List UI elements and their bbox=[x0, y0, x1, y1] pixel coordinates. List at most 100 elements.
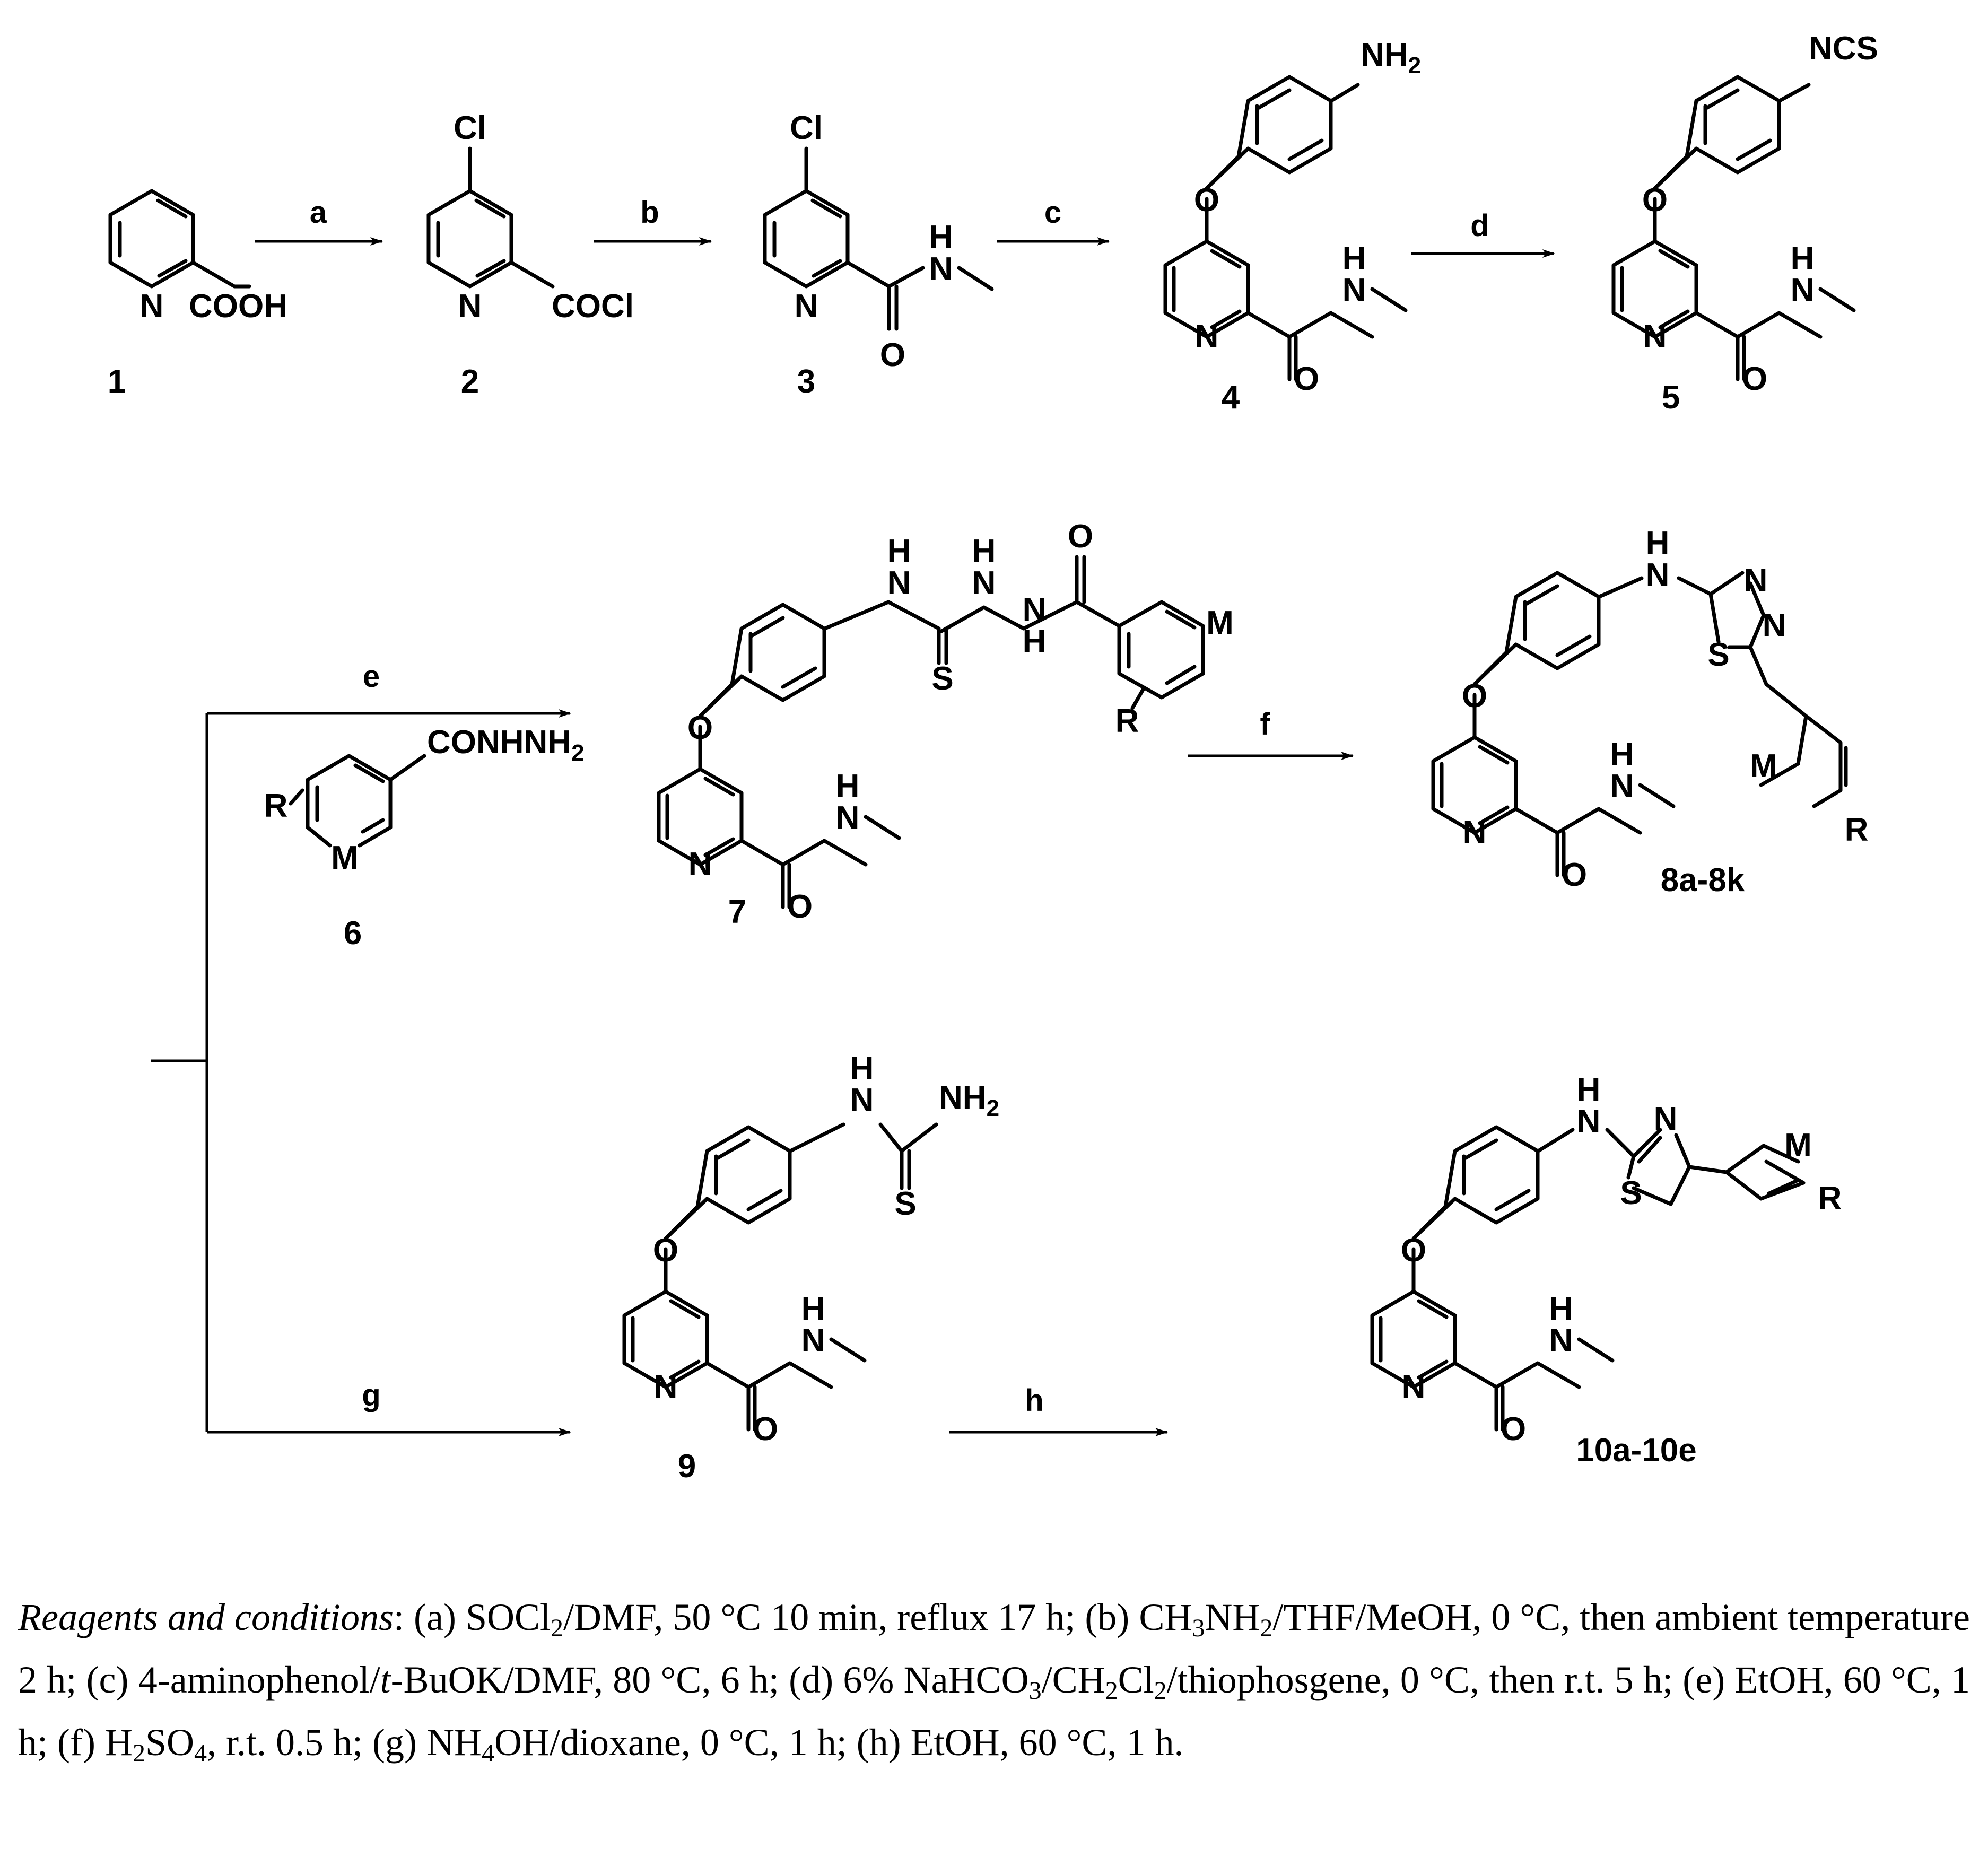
atom-N: N bbox=[929, 251, 953, 287]
compound-4: O N H N O NH2 4 bbox=[1165, 37, 1421, 416]
compound-8a-8k: O N H N O H N N N S M R 8a-8k bbox=[1433, 525, 1868, 899]
atom-N: N bbox=[1549, 1322, 1573, 1359]
atom-S: S bbox=[894, 1185, 916, 1222]
atom-N: N bbox=[1577, 1103, 1601, 1140]
step-label-b: b bbox=[640, 195, 659, 230]
atom-N: N bbox=[1463, 814, 1487, 851]
step-label-a: a bbox=[310, 195, 327, 230]
step-label-g: g bbox=[362, 1378, 380, 1412]
compound-6: M R CONHNH2 6 bbox=[264, 724, 585, 952]
group-COCl: COCl bbox=[552, 288, 634, 325]
compound-label-5: 5 bbox=[1662, 379, 1680, 416]
compound-label-4: 4 bbox=[1222, 379, 1240, 416]
atom-M: M bbox=[331, 840, 359, 876]
compound-7: O N H N O H N H N N H S O M R 7 bbox=[659, 518, 1234, 930]
atom-M: M bbox=[1206, 605, 1234, 641]
atom-H: H bbox=[972, 533, 996, 570]
atom-Cl: Cl bbox=[454, 110, 486, 146]
compound-3: N Cl H N O 3 bbox=[763, 110, 994, 400]
atom-H: H bbox=[1023, 623, 1047, 660]
atom-H: H bbox=[850, 1050, 874, 1087]
atom-H: H bbox=[929, 219, 953, 256]
compound-5: O N H N O NCS 5 bbox=[1614, 30, 1878, 416]
compound-label-10: 10a-10e bbox=[1576, 1432, 1697, 1469]
reagents-and-conditions: Reagents and conditions: (a) SOCl2/DMF, … bbox=[18, 1596, 1970, 1767]
atom-N: N bbox=[1744, 562, 1768, 599]
atom-N: N bbox=[140, 288, 164, 325]
compound-10a-10e: O N H N O H N N S M R 10a-10e bbox=[1372, 1071, 1842, 1469]
atom-H: H bbox=[1549, 1290, 1573, 1327]
atom-H: H bbox=[836, 768, 860, 805]
atom-N: N bbox=[795, 288, 818, 325]
atom-N: N bbox=[1646, 557, 1670, 594]
atom-N: N bbox=[836, 800, 860, 836]
step-label-c: c bbox=[1044, 195, 1061, 230]
atom-N: N bbox=[1195, 318, 1219, 355]
group-NCS: NCS bbox=[1809, 30, 1878, 67]
compound-label-2: 2 bbox=[461, 363, 479, 400]
compound-2: N Cl COCl 2 bbox=[426, 110, 634, 400]
atom-O: O bbox=[1294, 361, 1319, 397]
atom-N: N bbox=[458, 288, 482, 325]
group-NH2: NH2 bbox=[939, 1079, 999, 1121]
atom-N: N bbox=[887, 565, 911, 601]
step-label-d: d bbox=[1470, 208, 1489, 243]
atom-O: O bbox=[1562, 857, 1587, 893]
step-label-h: h bbox=[1025, 1383, 1043, 1418]
atom-S: S bbox=[931, 660, 953, 697]
atom-H: H bbox=[801, 1290, 825, 1327]
group-COOH: COOH bbox=[189, 288, 287, 325]
atom-N: N bbox=[1610, 768, 1634, 805]
atom-O: O bbox=[880, 337, 905, 373]
atom-O: O bbox=[1401, 1232, 1426, 1269]
atom-O: O bbox=[687, 710, 713, 746]
compound-label-3: 3 bbox=[797, 363, 815, 400]
compound-label-9: 9 bbox=[678, 1448, 696, 1485]
group-CONHNH2: CONHNH2 bbox=[427, 724, 585, 766]
atom-O: O bbox=[1742, 361, 1767, 397]
atom-Cl: Cl bbox=[790, 110, 823, 146]
atom-N: N bbox=[654, 1368, 678, 1405]
compound-label-6: 6 bbox=[344, 915, 362, 952]
atom-N: N bbox=[850, 1082, 874, 1119]
atom-M: M bbox=[1784, 1127, 1812, 1164]
compound-1: N COOH 1 bbox=[108, 189, 287, 400]
atom-O: O bbox=[653, 1232, 678, 1269]
atom-H: H bbox=[1646, 525, 1670, 562]
atom-R: R bbox=[1845, 812, 1869, 848]
atom-R: R bbox=[1115, 703, 1139, 739]
compound-label-1: 1 bbox=[108, 363, 126, 400]
atom-H: H bbox=[1342, 240, 1366, 277]
atom-N: N bbox=[801, 1322, 825, 1359]
atom-H: H bbox=[1577, 1071, 1601, 1108]
atom-O: O bbox=[1194, 182, 1219, 219]
atom-R: R bbox=[264, 788, 288, 824]
atom-S: S bbox=[1620, 1175, 1642, 1211]
atom-M: M bbox=[1750, 748, 1777, 784]
compound-9: O N H N O H N S NH2 9 bbox=[624, 1050, 999, 1485]
step-label-e: e bbox=[363, 659, 380, 694]
atom-N: N bbox=[1654, 1101, 1678, 1137]
conditions-label: Reagents and conditions bbox=[18, 1596, 394, 1638]
atom-S: S bbox=[1707, 636, 1729, 673]
step-label-f: f bbox=[1260, 707, 1270, 742]
atom-N: N bbox=[1023, 591, 1047, 628]
atom-N: N bbox=[688, 846, 712, 883]
atom-N: N bbox=[1402, 1368, 1426, 1405]
atom-O: O bbox=[1501, 1411, 1526, 1447]
atom-O: O bbox=[787, 888, 813, 925]
atom-O: O bbox=[1642, 182, 1668, 219]
compound-label-8: 8a-8k bbox=[1661, 862, 1745, 899]
atom-N: N bbox=[1763, 607, 1786, 644]
group-NH2: NH2 bbox=[1361, 37, 1421, 79]
atom-N: N bbox=[1791, 272, 1815, 309]
atom-O: O bbox=[1068, 518, 1093, 555]
atom-H: H bbox=[887, 533, 911, 570]
reaction-scheme: N COOH 1 a N Cl COCl 2 b N Cl H N O 3 c … bbox=[108, 30, 1878, 1485]
atom-R: R bbox=[1818, 1180, 1842, 1217]
compound-label-7: 7 bbox=[728, 894, 746, 930]
atom-H: H bbox=[1610, 736, 1634, 773]
atom-H: H bbox=[1791, 240, 1815, 277]
atom-O: O bbox=[753, 1411, 778, 1447]
branch-lines bbox=[151, 713, 208, 1432]
